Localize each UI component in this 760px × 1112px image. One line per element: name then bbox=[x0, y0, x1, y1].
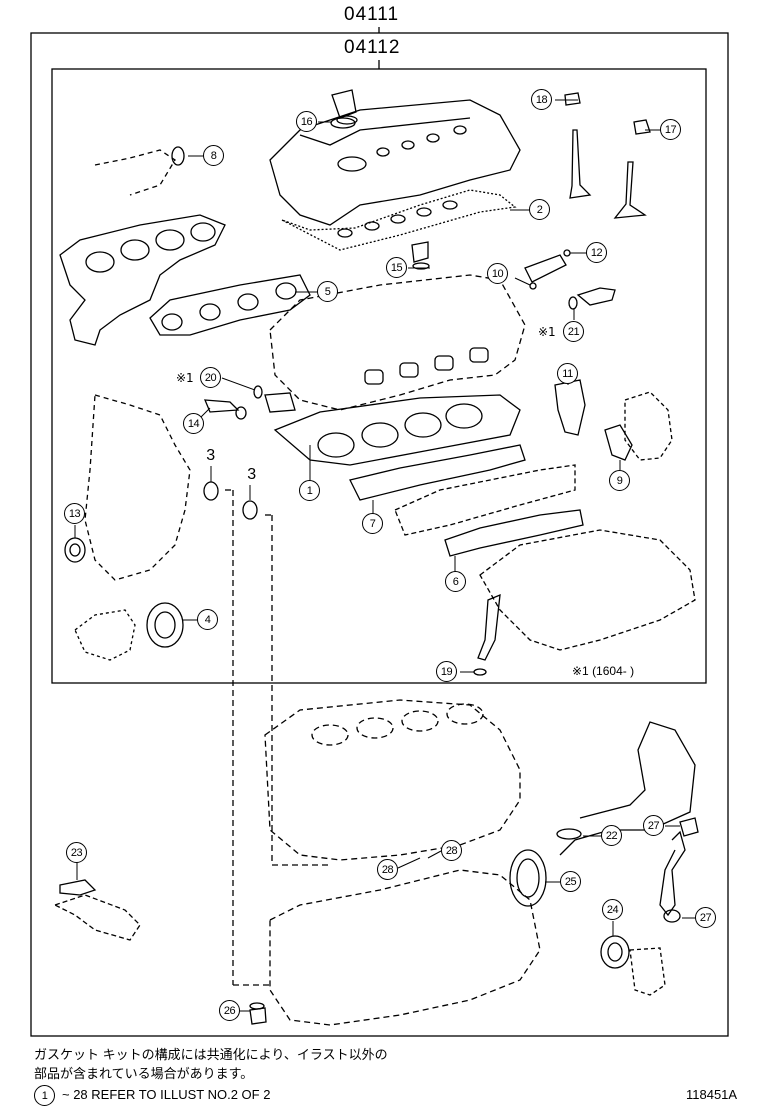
callout-15[interactable]: 15 bbox=[386, 257, 407, 278]
exhaust-manifold bbox=[59, 149, 226, 346]
timing-chain-cover bbox=[84, 394, 191, 581]
oring-12 bbox=[563, 249, 571, 257]
water-pump-gasket bbox=[146, 602, 184, 648]
callout-27b[interactable]: 27 bbox=[695, 907, 716, 928]
callout-21[interactable]: 21 bbox=[563, 321, 584, 342]
callout-8[interactable]: 8 bbox=[203, 145, 224, 166]
footer-note-line1: ガスケット キットの構成には共通化により、イラスト以外の bbox=[34, 1047, 388, 1062]
footer-note-line2: 部品が含まれている場合があります。 bbox=[34, 1066, 254, 1081]
cylinder-block bbox=[264, 699, 521, 861]
variant-marker-20: ※1 bbox=[176, 371, 194, 385]
sensor-20 bbox=[264, 392, 296, 413]
part-number-inner: 04112 bbox=[344, 37, 401, 58]
cylinder-head bbox=[269, 274, 526, 411]
callout-11[interactable]: 11 bbox=[557, 363, 578, 384]
callout-4[interactable]: 4 bbox=[197, 609, 218, 630]
sensor-21 bbox=[576, 287, 616, 306]
intake-manifold-gasket bbox=[349, 444, 526, 501]
callout-25[interactable]: 25 bbox=[560, 871, 581, 892]
oil-filler-gasket-16 bbox=[336, 115, 358, 125]
callout-28b[interactable]: 28 bbox=[441, 840, 462, 861]
injector-10 bbox=[524, 254, 567, 283]
nut-17 bbox=[633, 119, 651, 135]
valve-exhaust bbox=[569, 129, 592, 199]
oring-3a bbox=[203, 481, 219, 501]
callout-2[interactable]: 2 bbox=[529, 199, 550, 220]
inner-frame bbox=[51, 68, 707, 684]
water-pump bbox=[74, 609, 136, 661]
callout-9[interactable]: 9 bbox=[609, 470, 630, 491]
callout-1[interactable]: 1 bbox=[299, 480, 320, 501]
callout-13[interactable]: 13 bbox=[64, 503, 85, 524]
callout-23[interactable]: 23 bbox=[66, 842, 87, 863]
oil-seal-13 bbox=[64, 537, 86, 563]
callout-27a[interactable]: 27 bbox=[643, 815, 664, 836]
intake-manifold bbox=[394, 464, 696, 651]
callout-14[interactable]: 14 bbox=[183, 413, 204, 434]
bracket-11 bbox=[554, 379, 586, 436]
variant-marker-21: ※1 bbox=[538, 325, 556, 339]
oil-control-valve-14 bbox=[203, 399, 240, 413]
callout-10[interactable]: 10 bbox=[487, 263, 508, 284]
rear-oil-seal-25 bbox=[509, 849, 547, 907]
callout-16[interactable]: 16 bbox=[296, 111, 317, 132]
valve-intake bbox=[613, 161, 647, 219]
callout-24[interactable]: 24 bbox=[602, 899, 623, 920]
cylinder-head-gasket bbox=[273, 394, 521, 466]
exhaust-manifold-gasket bbox=[149, 274, 311, 336]
callout-20[interactable]: 20 bbox=[200, 367, 221, 388]
vvt-cover bbox=[624, 391, 673, 461]
gasket-22 bbox=[556, 828, 582, 840]
oil-filler-cap bbox=[331, 89, 357, 119]
variant-note: ※1 (1604- ) bbox=[572, 664, 635, 678]
part-number-outer: 04111 bbox=[344, 4, 400, 25]
callout-26[interactable]: 26 bbox=[219, 1000, 240, 1021]
callout-12[interactable]: 12 bbox=[586, 242, 607, 263]
head-cover-gasket bbox=[281, 189, 517, 251]
front-oil-seal-24 bbox=[600, 935, 630, 969]
callout-3a[interactable]: 3 bbox=[206, 446, 215, 464]
callout-5[interactable]: 5 bbox=[317, 281, 338, 302]
dipstick-guide-19 bbox=[477, 593, 501, 661]
callout-18[interactable]: 18 bbox=[531, 89, 552, 110]
filter-9 bbox=[604, 424, 633, 461]
callout-19[interactable]: 19 bbox=[436, 661, 457, 682]
gasket-23 bbox=[59, 879, 97, 896]
callout-7[interactable]: 7 bbox=[362, 513, 383, 534]
hose-27 bbox=[659, 830, 686, 917]
callout-22[interactable]: 22 bbox=[601, 825, 622, 846]
drain-plug-26 bbox=[249, 1007, 267, 1025]
callout-3b[interactable]: 3 bbox=[247, 465, 256, 483]
oil-pan bbox=[269, 869, 541, 1026]
plug-15 bbox=[411, 241, 429, 263]
intake-port-gasket bbox=[444, 509, 584, 557]
callout-6[interactable]: 6 bbox=[445, 571, 466, 592]
seal-8 bbox=[171, 146, 185, 166]
ref-callout-1: 1 bbox=[34, 1085, 55, 1106]
illustration-id: 118451A bbox=[686, 1087, 738, 1102]
callout-28a[interactable]: 28 bbox=[377, 859, 398, 880]
oring-3b bbox=[242, 500, 258, 520]
footer-ref-note: ~ 28 REFER TO ILLUST NO.2 OF 2 bbox=[62, 1087, 271, 1102]
cylinder-head-cover bbox=[269, 99, 521, 226]
nut-18 bbox=[564, 92, 581, 106]
callout-17[interactable]: 17 bbox=[660, 119, 681, 140]
